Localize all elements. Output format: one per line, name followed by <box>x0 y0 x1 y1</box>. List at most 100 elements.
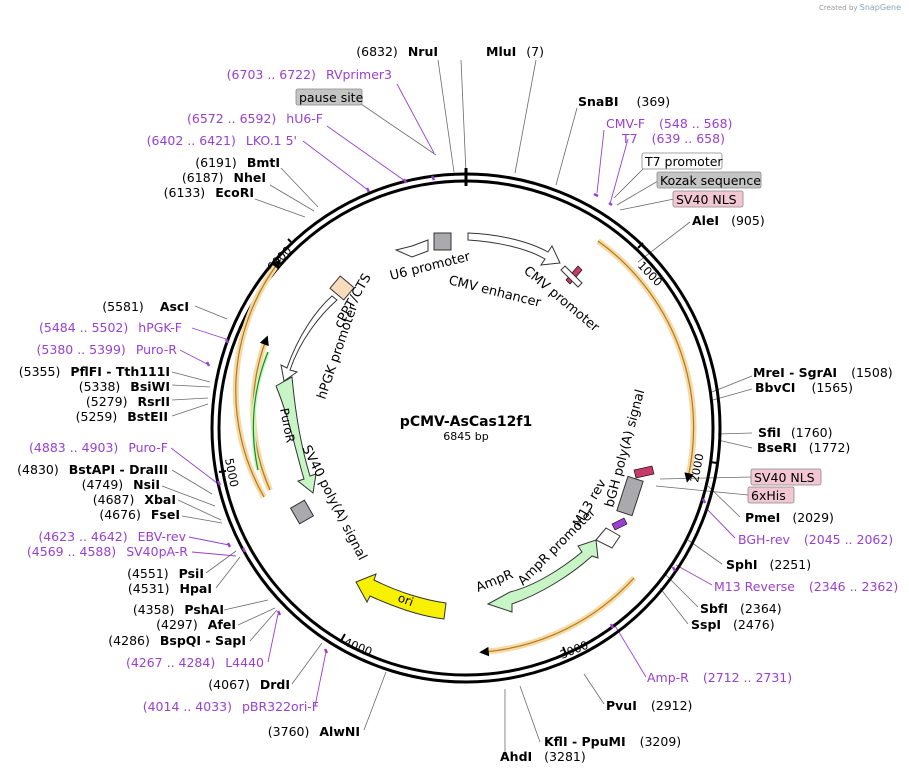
site-name-label: FseI <box>151 507 180 522</box>
position-label: (4749) <box>82 477 124 492</box>
bgh-box <box>616 475 644 517</box>
map-label: (6703 .. 6722)RVprimer3 <box>227 67 392 82</box>
site-name-label: PmeI <box>745 510 780 525</box>
site-name-label: SfiI <box>758 425 781 440</box>
site-name-label: BstAPI - DraIII <box>69 462 168 477</box>
sv40-nls-box-1 <box>672 190 744 208</box>
puror-shape <box>275 376 317 494</box>
map-label: (5484 .. 5502) hPGK-F <box>39 320 182 335</box>
map-label: M13 Reverse(2346 .. 2362) <box>714 579 898 594</box>
site-name-label: EBV-rev <box>138 529 187 544</box>
map-label: (6187)NheI <box>182 170 266 185</box>
site-name-label: L4440 <box>225 655 264 670</box>
position-label: (4286) <box>108 633 150 648</box>
primer-labels-left: (6703 .. 6722)RVprimer3 (6572 .. 6592)hU… <box>27 67 392 714</box>
site-name-label: RsrII <box>137 394 170 409</box>
cppt-box <box>329 275 355 301</box>
inner-features <box>275 232 644 620</box>
cmv-promoter-shape <box>560 265 583 288</box>
position-label: (4014 .. 4033) <box>143 699 232 714</box>
plasmid-name: pCMV-AsCas12f1 <box>400 414 532 430</box>
puro-green-line <box>252 351 269 471</box>
snapgene-credit: Created by SnapGene <box>819 3 901 12</box>
sv40-nls-label-2: SV40 NLS <box>754 470 815 485</box>
map-label: (6832)NruI <box>356 44 438 59</box>
cmv-enhancer-shape <box>467 232 561 266</box>
site-name-label: SV40pA-R <box>126 544 188 559</box>
6xhis-label: 6xHis <box>751 488 786 503</box>
position-label: (4297) <box>156 617 198 632</box>
kozak-label: Kozak sequence <box>660 173 761 188</box>
sv40pa-label: SV40 poly(A) signal <box>298 443 369 563</box>
position-label: (905) <box>731 213 765 228</box>
cas12f-orf-arc-line <box>597 240 695 483</box>
site-name-label: AhdI <box>500 749 532 764</box>
map-label: (4267 .. 4284) L4440 <box>126 655 264 670</box>
map-label: (4623 .. 4642) EBV-rev <box>38 529 186 544</box>
position-label: (4358) <box>133 602 175 617</box>
site-name-label: AfeI <box>208 617 236 632</box>
position-label: (2476) <box>733 617 775 632</box>
position-label: (4267 .. 4284) <box>126 655 215 670</box>
position-label: (7) <box>526 44 544 59</box>
tick-4000: 4000 <box>342 635 374 659</box>
enzyme-labels-right: MluI(7) SnaBI(369) AleI(905) MreI - SgrA… <box>486 44 893 764</box>
position-label: (2251) <box>770 557 812 572</box>
map-label: BseRI(1772) <box>757 440 850 455</box>
position-label: (6191) <box>195 155 237 170</box>
box-leaders <box>360 103 753 496</box>
snapgene-logo: SnapGene <box>859 3 901 12</box>
map-label: (5338) BsiWI <box>79 379 170 394</box>
site-name-label: BspQI - SapI <box>160 633 246 648</box>
site-name-label: MreI - SgrAI <box>753 365 837 380</box>
t7-promoter-box <box>641 152 723 170</box>
position-label: (4830) <box>17 462 59 477</box>
position-label: (4676) <box>99 507 141 522</box>
position-label: (6832) <box>356 44 398 59</box>
site-name-label: SbfI <box>700 601 728 616</box>
sv40-nls-label-1: SV40 NLS <box>676 192 737 207</box>
site-name-label: Puro-R <box>136 342 177 357</box>
sv40-nls-box-2 <box>750 468 822 486</box>
ori-shape <box>355 573 447 620</box>
site-name-label: BmtI <box>247 155 280 170</box>
site-name-label: HpaI <box>180 581 213 596</box>
map-label: (4569 .. 4588)SV40pA-R <box>27 544 188 559</box>
map-label: Amp-R(2712 .. 2731) <box>647 670 792 685</box>
site-name-label: BGH-rev <box>738 532 791 547</box>
map-label: (4830) BstAPI - DraIII <box>17 462 168 477</box>
position-label: (4623 .. 4642) <box>38 529 127 544</box>
ampr-shape <box>486 539 599 613</box>
pause-site-box <box>295 88 363 106</box>
map-label: (4067) DrdI <box>208 677 290 692</box>
site-name-label: BbvCI <box>755 380 795 395</box>
position-label: (4067) <box>208 677 250 692</box>
position-label: (5484 .. 5502) <box>39 320 128 335</box>
ampr-orf-arc <box>483 575 637 655</box>
position-label: (3209) <box>640 734 682 749</box>
position-label: (548 .. 568) <box>659 116 732 131</box>
position-label: (4551) <box>127 566 169 581</box>
map-label: MluI(7) <box>486 44 544 59</box>
position-label: (2045 .. 2062) <box>804 532 893 547</box>
map-label: SnaBI(369) <box>578 94 670 109</box>
map-label: (4014 .. 4033)pBR322ori-F <box>143 699 319 714</box>
map-label: (6402 .. 6421)LKO.1 5' <box>147 133 297 148</box>
map-label: (5380 .. 5399)Puro-R <box>37 342 178 357</box>
site-name-label: DrdI <box>260 677 290 692</box>
position-label: (5338) <box>79 379 121 394</box>
map-label: PmeI(2029) <box>745 510 834 525</box>
map-label: (4676) FseI <box>99 507 180 522</box>
site-name-label: CMV-F <box>606 116 645 131</box>
position-label: (6133) <box>164 185 206 200</box>
site-name-label: BsiWI <box>130 379 170 394</box>
site-name-label: BstEII <box>127 409 168 424</box>
site-name-label: hPGK-F <box>138 320 182 335</box>
site-name-label: RVprimer3 <box>326 67 392 82</box>
tick-marks <box>218 238 718 655</box>
position-label: (1760) <box>791 425 833 440</box>
map-label: (6133)EcoRI <box>164 185 254 200</box>
position-label: (4687) <box>93 492 135 507</box>
position-label: (3760) <box>268 724 310 739</box>
